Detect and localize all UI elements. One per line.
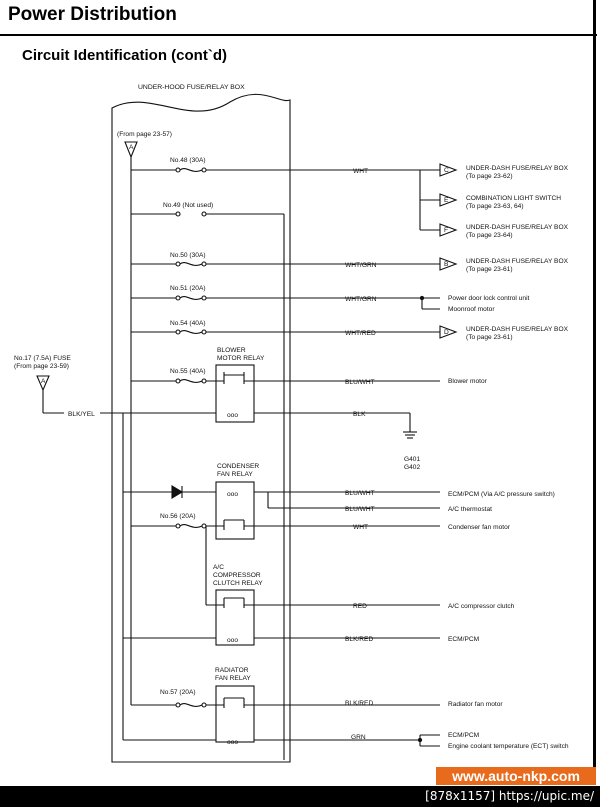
fuse-57-label: No.57 (20A) [160, 689, 196, 696]
dest-1-line2: (To page 23-62) [466, 173, 513, 180]
dest-10: Condenser fan motor [448, 524, 511, 531]
dest-1-triangle [439, 163, 458, 177]
svg-text:ooo: ooo [227, 637, 238, 644]
condenser-relay-label-2: FAN RELAY [217, 471, 253, 478]
fuse17-triangle [36, 375, 50, 392]
blower-relay-label-2: MOTOR RELAY [217, 355, 265, 362]
dest-3-line2: (To page 23-64) [466, 232, 513, 239]
dest-2-triangle [439, 193, 458, 207]
connector-a-letter: A [129, 144, 134, 151]
dest-8: ECM/PCM (Via A/C pressure switch) [448, 491, 555, 498]
dest-1-line1: UNDER-DASH FUSE/RELAY BOX [466, 165, 569, 172]
dest-2-line1: COMBINATION LIGHT SWITCH [466, 195, 561, 202]
dest-14-line2: Engine coolant temperature (ECT) switch [448, 743, 569, 750]
wire-54-color: WHT/RED [345, 330, 376, 337]
dest-4-line1: UNDER-DASH FUSE/RELAY BOX [466, 258, 569, 265]
dest-12: ECM/PCM [448, 636, 479, 643]
wire-50-color: WHT/GRN [345, 262, 377, 269]
footer-bar: [878x1157] https://upic.me/ [0, 786, 600, 807]
dest-6-line2: (To page 23-61) [466, 334, 513, 341]
rad-relay-box [215, 685, 255, 743]
diode-icon [171, 485, 184, 499]
comp-relay-label-2: COMPRESSOR [213, 572, 261, 579]
connector-a-from-label: (From page 23-57) [117, 131, 172, 138]
dest-6-line1: UNDER-DASH FUSE/RELAY BOX [466, 326, 569, 333]
blower-relay-label-1: BLOWER [217, 347, 246, 354]
dest-2-line2: (To page 23-63, 64) [466, 203, 524, 210]
fuse-50-label: No.50 (30A) [170, 252, 206, 259]
wire-rad-color: BLK/RED [345, 700, 373, 707]
fuse17-letter: A [41, 378, 46, 385]
rad-relay-label-2: FAN RELAY [215, 675, 251, 682]
dest-3-triangle [439, 223, 458, 237]
comp-relay-label-3: CLUTCH RELAY [213, 580, 263, 587]
fuse-relay-box-outline [111, 93, 291, 763]
wire-55-color: BLU/WHT [345, 379, 375, 386]
dest-5-line2: Moonroof motor [448, 306, 495, 313]
title-rule [0, 34, 597, 36]
fuse-51-label: No.51 (20A) [170, 285, 206, 292]
fuse-relay-box-label: UNDER-HOOD FUSE/RELAY BOX [138, 84, 245, 91]
fuse17-label-2: (From page 23-59) [14, 363, 69, 370]
dest-1-letter: C [444, 167, 449, 174]
wire-grn-color: GRN [351, 734, 366, 741]
fuse17-label-1: No.17 (7.5A) FUSE [14, 355, 71, 362]
fuse-49-label: No.49 (Not used) [163, 202, 213, 209]
condenser-relay-box [215, 481, 255, 540]
page-subtitle: Circuit Identification (cont`d) [22, 47, 227, 64]
ground-g402: G402 [404, 464, 420, 471]
dest-2-letter: E [444, 197, 449, 204]
dest-11: A/C compressor clutch [448, 603, 515, 610]
connector-a-triangle [124, 141, 138, 159]
fuse-48-label: No.48 (30A) [170, 157, 206, 164]
ground-g401: G401 [404, 456, 420, 463]
comp-relay-label-1: A/C [213, 564, 224, 571]
wire-comp-gnd-color: BLK/RED [345, 636, 373, 643]
dest-14-line1: ECM/PCM [448, 732, 479, 739]
dest-13: Radiator fan motor [448, 701, 503, 708]
blower-relay-box [215, 364, 255, 423]
wire-51-color: WHT/GRN [345, 296, 377, 303]
footer-text: [878x1157] https://upic.me/ [425, 789, 594, 803]
dest-6-letter: D [444, 329, 449, 336]
wire-cond2-color: BLU/WHT [345, 506, 375, 513]
dest-9: A/C thermostat [448, 506, 492, 513]
circuit-diagram: UNDER-HOOD FUSE/RELAY BOX (From page 23-… [14, 84, 569, 763]
page-frame [593, 0, 596, 785]
wire-comp-color: RED [353, 603, 367, 610]
wire-cond1-color: BLU/WHT [345, 490, 375, 497]
svg-text:ooo: ooo [227, 491, 238, 498]
page-title: Power Distribution [8, 4, 177, 25]
dest-4-line2: (To page 23-61) [466, 266, 513, 273]
dest-4-triangle [439, 257, 458, 271]
wire-blk-color: BLK [353, 411, 366, 418]
fuse-55-label: No.55 (40A) [170, 368, 206, 375]
comp-relay-box [215, 589, 255, 646]
dest-3-line1: UNDER-DASH FUSE/RELAY BOX [466, 224, 569, 231]
dest-3-letter: F [444, 227, 448, 234]
watermark-banner: www.auto-nkp.com [436, 767, 596, 785]
dest-6-triangle [439, 325, 458, 339]
dest-7: Blower motor [448, 378, 488, 385]
dest-5-line1: Power door lock control unit [448, 295, 530, 302]
fuse-56-label: No.56 (20A) [160, 513, 196, 520]
dest-4-letter: B [444, 261, 449, 268]
wire-cond3-color: WHT [353, 524, 368, 531]
svg-text:ooo: ooo [227, 739, 238, 746]
rad-relay-label-1: RADIATOR [215, 667, 249, 674]
svg-text:ooo: ooo [227, 412, 238, 419]
condenser-relay-label-1: CONDENSER [217, 463, 259, 470]
fuse-54-label: No.54 (40A) [170, 320, 206, 327]
wire-48-color: WHT [353, 168, 368, 175]
wire-blkyel-color: BLK/YEL [68, 411, 95, 418]
